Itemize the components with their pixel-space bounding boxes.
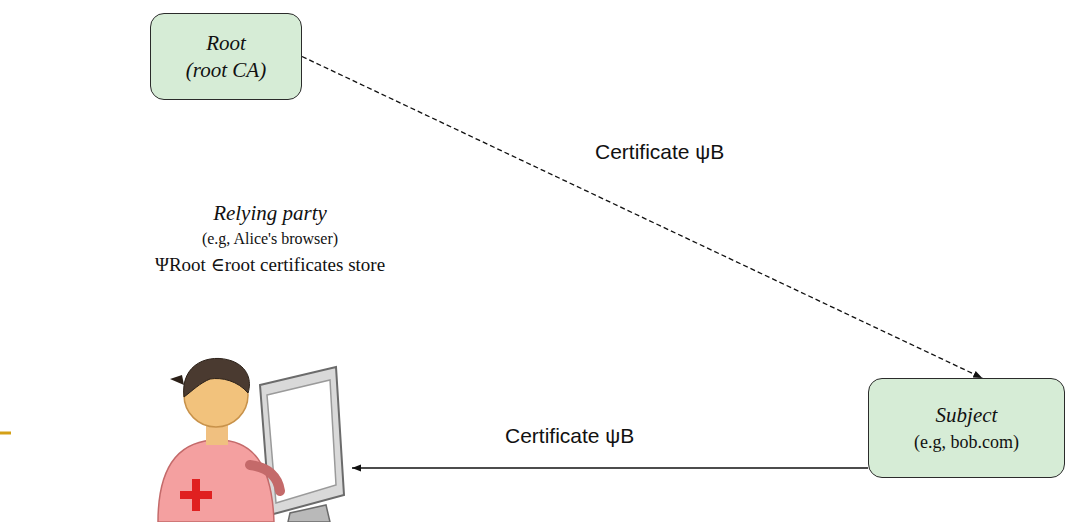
node-detail: (e.g, Alice's browser) bbox=[202, 227, 338, 251]
relying-party: Relying party(e.g, Alice's browser)ΨRoot… bbox=[110, 200, 430, 522]
node-title: Subject bbox=[936, 402, 998, 429]
certificate-send-arrow bbox=[352, 467, 868, 468]
user-illustration bbox=[140, 345, 352, 522]
certificate-issue-arrow bbox=[302, 57, 982, 379]
edge-mark bbox=[0, 432, 11, 435]
edge-label: Certificate ψB bbox=[502, 424, 637, 448]
node-detail: (root CA) bbox=[186, 57, 266, 84]
ca-box: Root(root CA) bbox=[150, 13, 302, 100]
subject-box: Subject(e.g, bob.com) bbox=[868, 378, 1065, 478]
node-detail: ΨRoot ∈root certificates store bbox=[155, 251, 385, 279]
node-detail: (e.g, bob.com) bbox=[914, 429, 1019, 455]
node-title: Root bbox=[206, 30, 246, 57]
edge-label: Certificate ψB bbox=[592, 140, 727, 164]
node-title: Relying party bbox=[213, 200, 327, 227]
